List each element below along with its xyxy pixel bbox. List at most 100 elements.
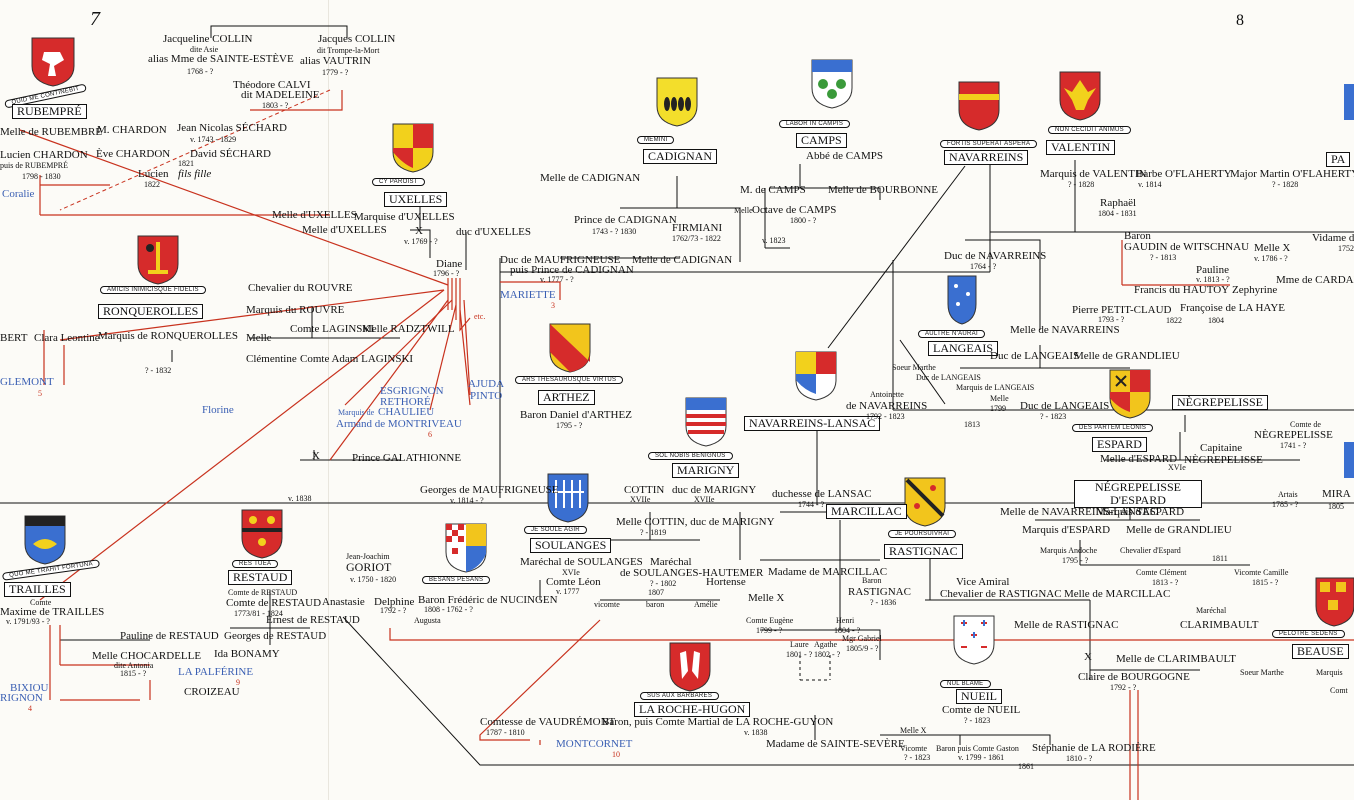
person-marquis: Marquis (1316, 668, 1343, 677)
person-mgr-gabriel: Mgr Gabriel (842, 634, 882, 643)
person-ida-bonamy: Ida BONAMY (214, 648, 280, 660)
person-mlle-cottin: Melle COTTIN, duc de MARIGNY (616, 516, 775, 528)
person-gaudin-de-witschnau: GAUDIN de WITSCHNAU (1124, 241, 1250, 253)
person-capitaine: Capitaine (1200, 442, 1243, 454)
motto-valentin: NON CECIDIT ANIMUS (1048, 126, 1131, 134)
person-subtitle: dit Trompe-la-Mort (317, 46, 380, 55)
person-m-camps: M. de CAMPS (740, 184, 806, 196)
person-comte-de-restaud-2: Comte de RESTAUD (226, 597, 322, 609)
person-soeur-marthe-2: Soeur Marthe (1240, 668, 1284, 677)
person-dates: 1799 - ? (756, 626, 783, 635)
marigny-coat-of-arms-icon (685, 397, 727, 447)
rubempre-coat-of-arms-icon (31, 37, 75, 87)
house-marcillac: MARCILLAC (826, 504, 907, 519)
espard-coat-of-arms-icon (1109, 369, 1151, 419)
house-navarreins: NAVARREINS (944, 150, 1029, 165)
person-marquis-de-ronquerolles: Marquis de RONQUEROLLES (98, 330, 238, 342)
person-abbe-camps: Abbé de CAMPS (806, 150, 884, 162)
person-subtitle: puis de RUBEMPRÉ (0, 161, 69, 170)
house-negrepelisse: NÈGREPELISSE (1172, 395, 1269, 410)
person-dates: v. 1799 - 1861 (958, 753, 1005, 762)
person-marechal: Maréchal (1196, 606, 1227, 615)
person-dates: 1804 - ? (834, 626, 861, 635)
house-traill: TRAILLES (4, 582, 71, 597)
house-marigny: MARIGNY (672, 463, 740, 478)
person-dates: ? - 1819 (640, 528, 667, 537)
person-dates: v. 1786 - ? (1254, 254, 1288, 263)
house-valentin: VALENTIN (1046, 140, 1116, 155)
year-label: 1752 (1338, 244, 1354, 253)
year-label: 1811 (1212, 554, 1228, 563)
person-comte-eugene: Comte Eugène (746, 616, 794, 625)
person-mlle-navarreins-lansac: Melle de NAVARREINS-LANSAC (1000, 506, 1158, 518)
person-clara-leontine: Clara Leontine (34, 332, 100, 344)
house-camps: CAMPS (796, 133, 847, 148)
person-dates: 1795 - ? (1062, 556, 1089, 565)
person-dates: ? - 1836 (870, 598, 897, 607)
person-comte-de: Comte de (1290, 420, 1321, 429)
person-dates: 1795 - ? (556, 421, 583, 430)
motto-soulanges: JE SOULE AGIR (524, 526, 587, 534)
person-mlle-x-3: Melle X (900, 726, 927, 735)
person-mlle-x: Melle X (1254, 242, 1291, 254)
person-marechal-de-soulanges: Maréchal de SOULANGES (520, 556, 643, 568)
century-label: XVIe (1168, 463, 1186, 472)
person-baron-puis-comte-gaston: Baron puis Comte Gaston (936, 744, 1019, 753)
person-dates: v. 1750 - 1820 (350, 575, 397, 584)
year-label: 1805 (1328, 502, 1344, 511)
person-mlle-d-espard: Melle d'ESPARD (1100, 453, 1178, 465)
etc-label: etc. (474, 312, 486, 321)
person-madame-de-marcillac: Madame de MARCILLAC (768, 566, 888, 578)
camps-coat-of-arms-icon (811, 59, 853, 109)
motto-restaud: RES TUEA (232, 560, 279, 568)
person-comte-martial-de-la-roche-guyon: Baron, puis Comte Martial de LA ROCHE-GU… (602, 716, 834, 728)
person-dates: ? - 1813 (1150, 253, 1177, 262)
person-dates: 1779 - ? (322, 68, 349, 77)
person-baron: baron (646, 600, 665, 609)
person-claire-de-bourgogne: Claire de BOURGOGNE (1078, 671, 1190, 683)
person-mlle-rubempre: Melle de RUBEMBRÉ (0, 126, 103, 138)
person-vice-amiral: Vice Amiral (956, 576, 1010, 588)
person-firmiani: FIRMIANI (672, 222, 723, 234)
person-comte-leon: Comte Léon (546, 576, 601, 588)
person-rastignac: RASTIGNAC (848, 586, 911, 598)
person-pauline-de-restaud: Pauline de RESTAUD (120, 630, 219, 642)
person-zephyrine: Zephyrine (1232, 284, 1278, 296)
person-glemont: GLEMONT (0, 376, 54, 388)
person-dates: v. 1777 - ? (540, 275, 574, 284)
person-major-martin-oflaherty: Major Martin O'FLAHERTY (1230, 168, 1354, 180)
person-duc-de-marigny: duc de MARIGNY (672, 484, 757, 496)
person-florine: Florine (202, 404, 234, 416)
person-mlle-de-rastignac: Melle de RASTIGNAC (1014, 619, 1119, 631)
partial-coat-of-arms-icon-2 (1344, 442, 1354, 478)
motto-navarreins: FORTIS SUPERAT ASPERA (940, 140, 1038, 148)
person-mlle-de-navarreins: Melle de NAVARREINS (1010, 324, 1120, 336)
motto-besans: BESANS PESANS (422, 576, 491, 584)
person-delphine: Delphine (374, 596, 415, 608)
century-label: XVIIe (694, 495, 715, 504)
motto-arthez: ARS THESAURUSQUE VIRTUS (515, 376, 624, 384)
person-mlle-radzivill: Melle RADZTWILL (362, 323, 455, 335)
person-jean-nicolas-sechard: Jean Nicolas SÉCHARD (177, 122, 287, 134)
reference-number: 9 (236, 678, 240, 687)
motto-espard: DES PARTEM LEONIS (1072, 424, 1154, 432)
motto-rastignac: JE POURSUIVRAI (888, 530, 957, 538)
person-clarimbault: CLARIMBAULT (1180, 619, 1259, 631)
person-x: X (1084, 651, 1092, 663)
person-soeur-marthe: Soeur Marthe (892, 363, 936, 372)
person-dates: v. 1769 - ? (404, 237, 438, 246)
house-espard: ESPARD (1092, 437, 1147, 452)
person-dates: 1815 - ? (120, 669, 147, 678)
beause-coat-of-arms-icon (1315, 577, 1354, 627)
person-marquis-valentin: Marquis de VALENTIN (1040, 168, 1147, 180)
person-dates: 1804 - 1831 (1098, 209, 1137, 218)
person-capitaine-negrepelisse: NÈGREPELISSE (1184, 454, 1263, 466)
person-chevalier-de-rastignac: Chevalier de RASTIGNAC (940, 588, 1062, 600)
rastignac-coat-of-arms-icon (904, 477, 946, 527)
person-jacques-collin: Jacques COLLIN (318, 33, 396, 45)
person-chaulieu: CHAULIEU (378, 406, 435, 418)
person-subtitle: dite Asie (190, 45, 219, 54)
cadignan-coat-of-arms-icon (656, 77, 698, 127)
person-lucien-junior: Lucien (138, 168, 169, 180)
person-dates: 1792 - ? (380, 606, 407, 615)
